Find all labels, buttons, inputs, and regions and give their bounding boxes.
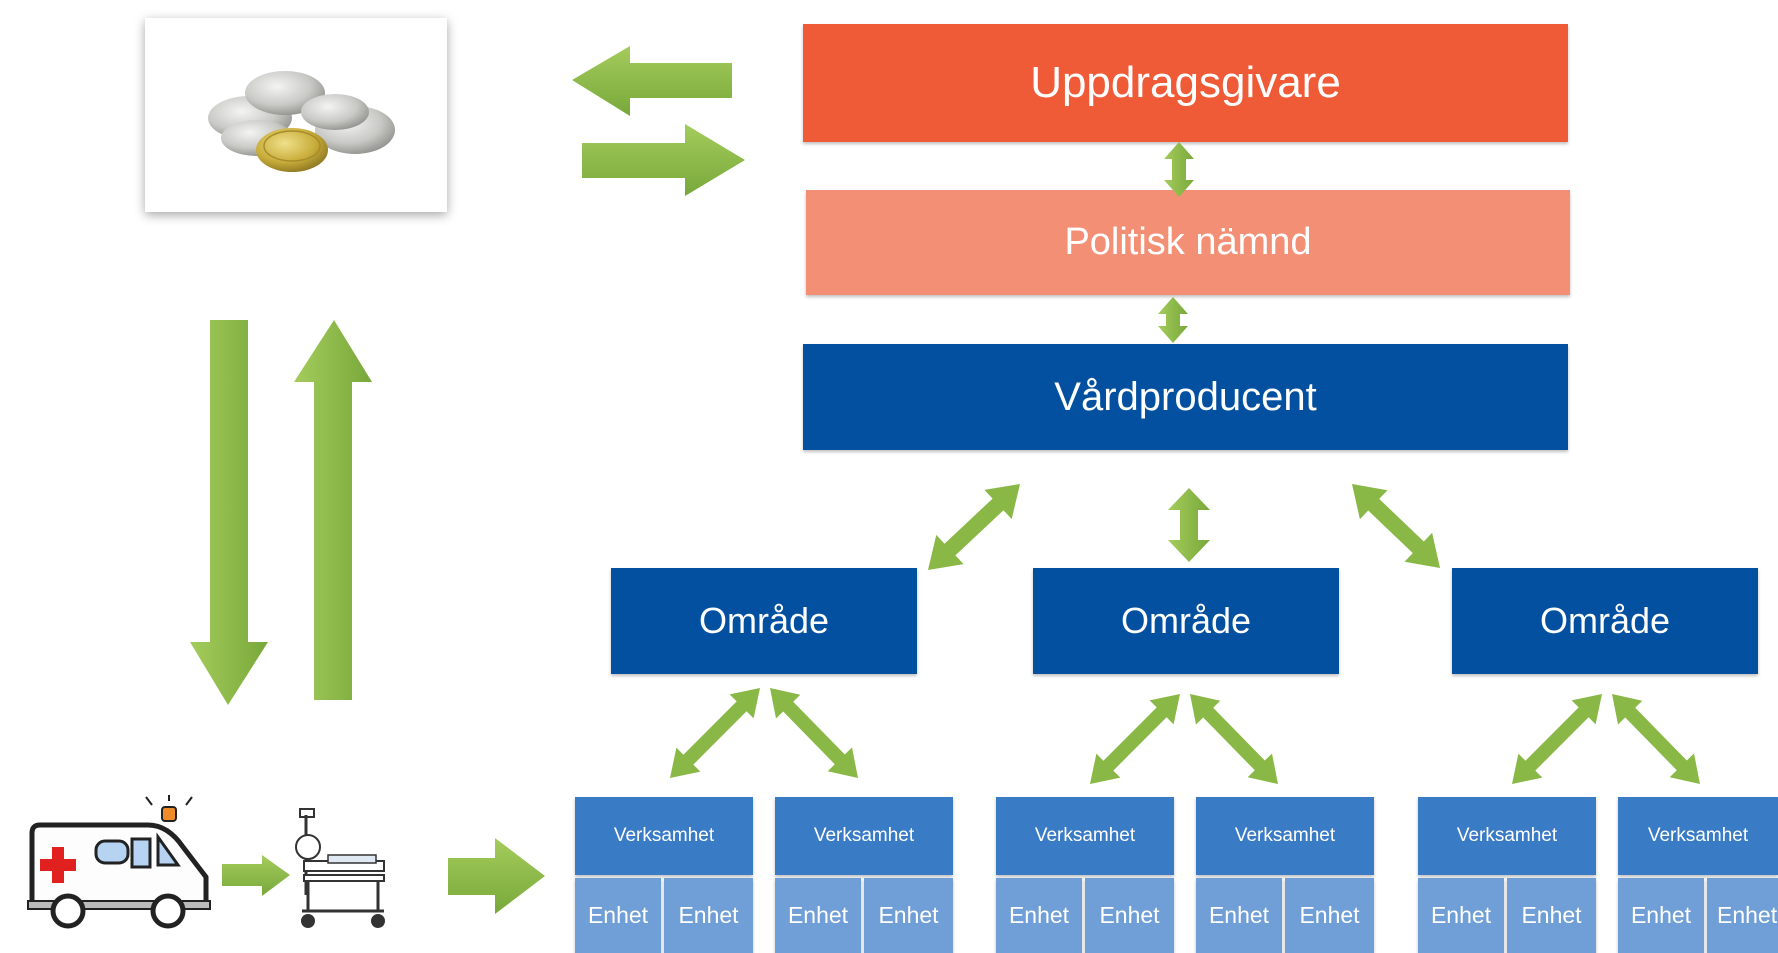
ambulance-icon (27, 795, 211, 929)
verksamhet-label: Verksamhet (1234, 825, 1336, 846)
hospital-bed-icon (295, 808, 385, 928)
enhet-box: Enhet (1707, 878, 1778, 953)
enhet-box: Enhet (775, 878, 861, 953)
uppdragsgivare-box: Uppdragsgivare (803, 24, 1568, 142)
politisk-namnd-box: Politisk nämnd (806, 190, 1570, 295)
double-arrow-vertical (1168, 488, 1210, 562)
verksamhet-label: Verksamhet (613, 825, 715, 846)
omrade-label: Område (1539, 600, 1671, 641)
enhet-label: Enhet (678, 902, 739, 928)
arrow-up (294, 320, 372, 700)
enhet-label: Enhet (1099, 902, 1160, 928)
double-arrow-diagonal (1090, 694, 1180, 784)
enhet-label: Enhet (1299, 902, 1360, 928)
double-arrow-diagonal (1190, 694, 1278, 784)
enhet-label: Enhet (1430, 902, 1492, 928)
double-arrow-diagonal (928, 484, 1020, 570)
enhet-box: Enhet (575, 878, 661, 953)
enhet-box: Enhet (1618, 878, 1704, 953)
verksamhet-box: Verksamhet (1196, 797, 1374, 875)
omrade-box-1: Område (611, 568, 917, 674)
double-arrow-diagonal (1612, 694, 1700, 784)
arrow-right-large (448, 838, 545, 914)
enhet-label: Enhet (1630, 902, 1692, 928)
enhet-label: Enhet (1717, 902, 1778, 928)
arrow-right (582, 124, 745, 196)
verksamhet-box: Verksamhet (1618, 797, 1778, 875)
enhet-box: Enhet (1285, 878, 1374, 953)
verksamhet-box: Verksamhet (996, 797, 1174, 875)
omrade-label: Område (1120, 600, 1252, 641)
vardproducent-label: Vårdproducent (1054, 374, 1317, 419)
double-arrow-diagonal (1352, 484, 1440, 568)
enhet-label: Enhet (587, 902, 649, 928)
verksamhet-box: Verksamhet (1418, 797, 1596, 875)
enhet-label: Enhet (787, 902, 849, 928)
double-arrow-diagonal (770, 688, 858, 778)
arrow-right-small (222, 855, 290, 896)
enhet-box: Enhet (1507, 878, 1596, 953)
enhet-box: Enhet (864, 878, 953, 953)
omrade-box-3: Område (1452, 568, 1758, 674)
enhet-box: Enhet (664, 878, 753, 953)
omrade-label: Område (698, 600, 830, 641)
coins-icon (208, 71, 395, 172)
double-arrow-vertical (1158, 297, 1188, 343)
verksamhet-label: Verksamhet (813, 825, 915, 846)
verksamhet-box: Verksamhet (575, 797, 753, 875)
arrow-down (190, 320, 268, 705)
verksamhet-label: Verksamhet (1647, 825, 1749, 846)
politisk-namnd-label: Politisk nämnd (1064, 221, 1312, 263)
arrow-left (572, 46, 732, 116)
uppdragsgivare-label: Uppdragsgivare (1030, 58, 1341, 107)
vardproducent-box: Vårdproducent (803, 344, 1568, 450)
verksamhet-label: Verksamhet (1456, 825, 1558, 846)
coins-image (145, 18, 447, 212)
enhet-box: Enhet (1196, 878, 1282, 953)
enhet-label: Enhet (1521, 902, 1582, 928)
enhet-box: Enhet (1085, 878, 1174, 953)
verksamhet-label: Verksamhet (1034, 825, 1136, 846)
enhet-label: Enhet (1008, 902, 1070, 928)
double-arrow-diagonal (670, 688, 760, 778)
verksamhet-box: Verksamhet (775, 797, 953, 875)
enhet-label: Enhet (1208, 902, 1270, 928)
omrade-box-2: Område (1033, 568, 1339, 674)
enhet-box: Enhet (1418, 878, 1504, 953)
double-arrow-diagonal (1512, 694, 1602, 784)
double-arrow-vertical (1164, 142, 1194, 197)
enhet-label: Enhet (878, 902, 939, 928)
enhet-box: Enhet (996, 878, 1082, 953)
